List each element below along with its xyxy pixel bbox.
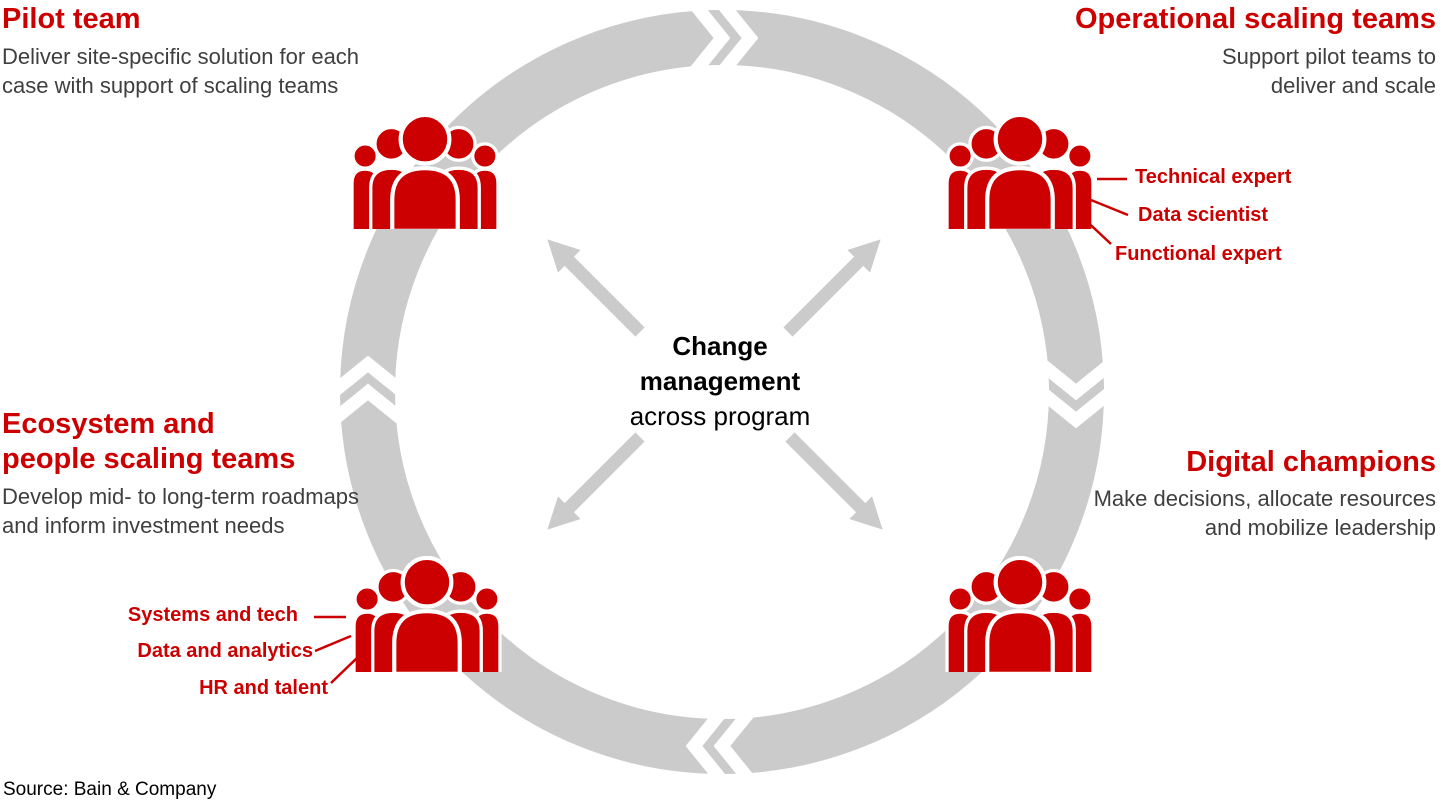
ecosystem-scaling-teams-description: Develop mid- to long-term roadmaps and i… [2, 484, 360, 538]
source-note: Source: Bain & Company [3, 779, 217, 800]
quadrant-operational-scaling-teams: Operational scaling teams Support pilot … [1075, 2, 1436, 100]
operational-scaling-teams-description: Support pilot teams to deliver and scale [1221, 44, 1436, 98]
ecosystem-scaling-teams-title: Ecosystem and people scaling teams [2, 408, 296, 475]
digital-champions-title: Digital champions [1186, 446, 1436, 478]
chevron-top-icon [682, 0, 759, 85]
center-label-line1: Change [672, 331, 768, 361]
center-arrows [547, 239, 883, 530]
arrow-up-right-icon [783, 239, 881, 337]
connector-hr-and-talent [330, 656, 359, 684]
role-label-data-and-analytics: Data and analytics [137, 640, 313, 662]
operational-scaling-teams-title: Operational scaling teams [1074, 3, 1436, 35]
connector-data-and-analytics [314, 634, 352, 653]
chevron-bottom-icon [685, 699, 762, 793]
role-connector-lines [314, 177, 1129, 684]
quadrant-ecosystem-scaling-teams: Ecosystem and people scaling teams Devel… [2, 407, 359, 540]
pilot-team-title: Pilot team [2, 3, 141, 35]
center-label-line3: across program [629, 401, 811, 431]
connector-functional-expert [1079, 214, 1112, 245]
role-label-technical-expert: Technical expert [1135, 166, 1292, 188]
arrow-down-right-icon [785, 432, 883, 530]
role-label-hr-and-talent: HR and talent [199, 677, 328, 699]
role-label-systems-and-tech: Systems and tech [127, 604, 298, 626]
center-label: Change management across program [520, 329, 920, 434]
connector-data-scientist [1090, 198, 1129, 217]
team-icon-ecosystem-scaling-teams [354, 558, 500, 674]
quadrant-pilot-team: Pilot team Deliver site-specific solutio… [2, 2, 359, 100]
digital-champions-description: Make decisions, allocate resources and m… [1093, 486, 1436, 540]
role-label-data-scientist: Data scientist [1138, 204, 1269, 226]
cycle-ring [321, 0, 1123, 793]
center-label-line2: management [639, 366, 801, 396]
chevron-left-icon [321, 355, 415, 432]
arrow-down-left-icon [547, 432, 645, 530]
role-label-functional-expert: Functional expert [1115, 243, 1282, 265]
quadrant-digital-champions: Digital champions Make decisions, alloca… [1094, 445, 1436, 542]
chevron-arrows-icon [321, 0, 1123, 793]
arrow-up-left-icon [547, 239, 645, 337]
pilot-team-description: Deliver site-specific solution for each … [2, 44, 360, 98]
chevron-right-icon [1029, 352, 1123, 429]
team-icon-digital-champions [947, 558, 1093, 674]
